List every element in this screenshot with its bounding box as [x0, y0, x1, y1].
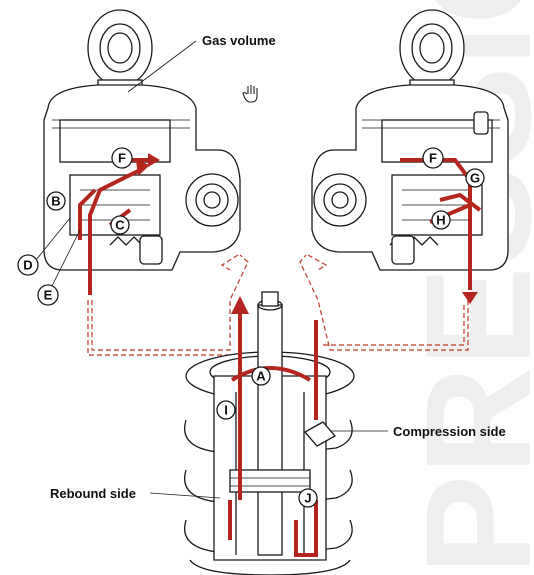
- svg-text:B: B: [51, 194, 60, 209]
- badge-F-left: F: [111, 147, 133, 169]
- badge-A: A: [251, 366, 271, 386]
- badge-H: H: [431, 210, 451, 230]
- leader-lines: [35, 40, 388, 499]
- svg-text:I: I: [224, 403, 228, 418]
- svg-text:C: C: [115, 218, 125, 233]
- central-damper-body: [183, 291, 355, 575]
- badge-E: E: [37, 284, 59, 306]
- svg-text:F: F: [118, 151, 126, 166]
- svg-text:G: G: [470, 171, 480, 186]
- badge-D: D: [17, 254, 39, 276]
- right-valve-head: [311, 9, 509, 304]
- svg-text:A: A: [256, 369, 266, 384]
- gas-volume-label: Gas volume: [202, 33, 276, 48]
- badge-J: J: [298, 488, 318, 508]
- svg-text:J: J: [304, 491, 311, 506]
- badge-G: G: [465, 168, 485, 188]
- svg-text:D: D: [23, 258, 32, 273]
- compression-side-label: Compression side: [393, 424, 506, 439]
- svg-text:F: F: [429, 151, 437, 166]
- dashed-flow-path: [87, 254, 469, 356]
- svg-text:H: H: [436, 213, 445, 228]
- badge-B: B: [46, 191, 66, 211]
- hand-cursor-icon[interactable]: [242, 85, 258, 103]
- svg-text:E: E: [44, 288, 53, 303]
- badge-F-right: F: [422, 147, 444, 169]
- badge-C: C: [110, 215, 130, 235]
- badge-I: I: [216, 400, 236, 420]
- left-valve-head: [43, 9, 241, 295]
- rebound-side-label: Rebound side: [50, 486, 136, 501]
